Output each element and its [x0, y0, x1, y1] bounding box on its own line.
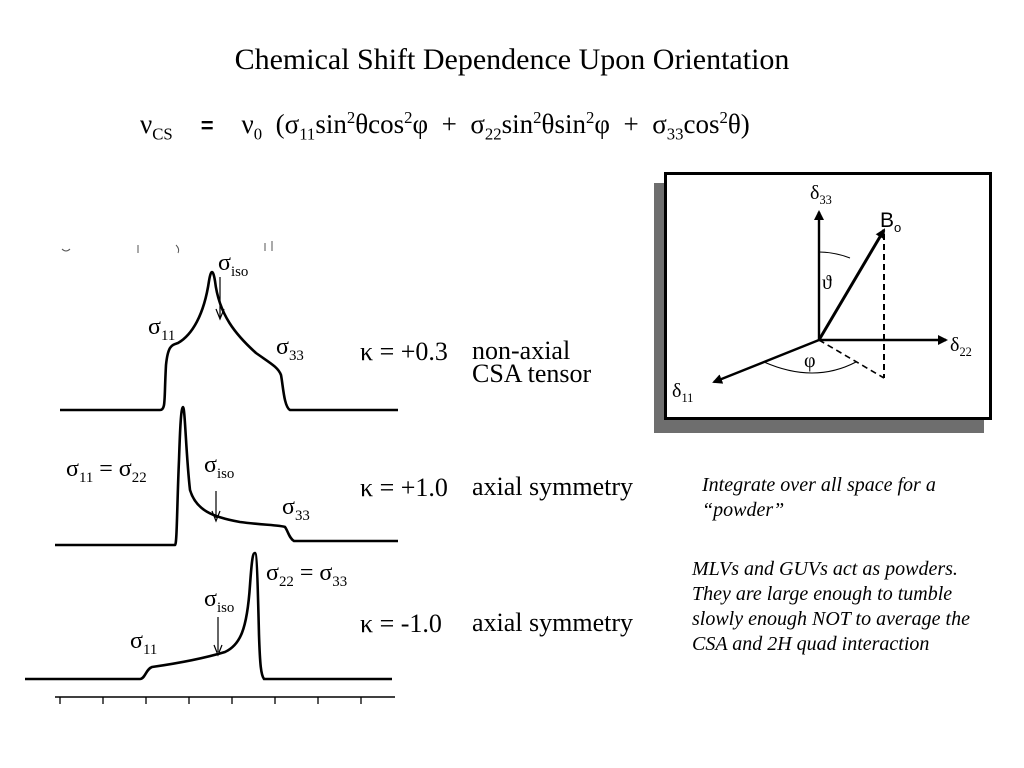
- axis-ticks: [59, 697, 362, 704]
- kappa-minus-1-0: κ = -1.0: [360, 609, 442, 638]
- label-sigma-iso-top: σiso: [218, 250, 249, 280]
- label-sigma-33-top: σ33: [276, 334, 304, 364]
- cropped-text-fragment: [61, 248, 71, 252]
- phi-arc: [763, 361, 857, 374]
- theta-arc: [818, 251, 851, 259]
- cropped-text-fragment: [137, 244, 180, 254]
- label-sigma-11-bottom: σ11: [130, 628, 158, 658]
- label-phi: φ: [804, 350, 816, 372]
- label-sigma22-eq-sigma33: σ22 = σ33: [266, 560, 348, 590]
- desc-axial-symmetry-1: axial symmetry: [472, 472, 634, 501]
- label-b0: Bo: [880, 209, 902, 236]
- label-sigma-11-top: σ11: [148, 314, 176, 344]
- label-sigma-33-middle: σ33: [282, 494, 310, 524]
- iso-arrowhead-top: [215, 308, 225, 321]
- label-delta33: δ33: [810, 182, 832, 207]
- principal-axes-diagram: [712, 210, 948, 384]
- label-theta: ϑ: [822, 272, 832, 294]
- iso-arrowhead-middle: [211, 510, 221, 523]
- label-sigma-iso-middle: σiso: [204, 452, 235, 482]
- label-delta22: δ22: [950, 334, 972, 359]
- cropped-text-fragment: [264, 241, 273, 251]
- delta11-axis: [712, 338, 820, 384]
- powder-spectra-figure: [25, 241, 398, 704]
- desc-csa-tensor: CSA tensor: [472, 359, 592, 388]
- spectrum-nonaxial-line: [60, 270, 398, 412]
- label-sigma11-eq-sigma22: σ11 = σ22: [66, 456, 147, 486]
- spectrum-axial-minus-line: [25, 551, 392, 681]
- projection-diagonal: [818, 339, 885, 379]
- iso-arrowhead-bottom: [213, 644, 223, 657]
- desc-axial-symmetry-2: axial symmetry: [472, 608, 634, 637]
- label-delta11: δ11: [672, 380, 694, 405]
- label-sigma-iso-bottom: σiso: [204, 586, 235, 616]
- kappa-plus-0-3: κ = +0.3: [360, 337, 448, 366]
- chemical-shift-equation: νCS=ν0 (σ11sin2θcos2φ + σ22sin2θsin2φ + …: [140, 108, 750, 144]
- desc-non-axial: non-axial: [472, 336, 571, 365]
- b0-vector: [817, 228, 886, 341]
- note-mlv-guv: MLVs and GUVs act as powders. They are l…: [692, 558, 970, 655]
- note-powder: Integrate over all space for a “powder”: [702, 474, 936, 521]
- kappa-plus-1-0: κ = +1.0: [360, 473, 448, 502]
- spectrum-axial-plus-line: [55, 405, 398, 547]
- slide-title: Chemical Shift Dependence Upon Orientati…: [234, 43, 790, 76]
